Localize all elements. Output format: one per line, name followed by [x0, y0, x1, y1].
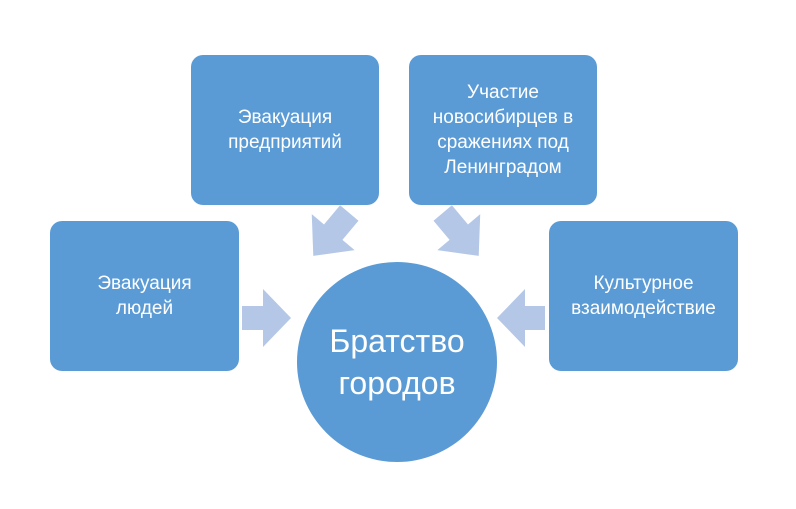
node-cultural-interaction: Культурное взаимодействие	[549, 221, 738, 371]
node-evacuation-people: Эвакуация людей	[50, 221, 239, 371]
arrow-people-to-center	[242, 289, 291, 347]
arrow-leningrad-to-center	[433, 205, 481, 256]
node-evacuation-enterprises: Эвакуация предприятий	[191, 55, 379, 205]
arrow-enterprises-to-center	[311, 205, 359, 256]
arrow-culture-to-center	[497, 289, 545, 347]
center-node-brotherhood-of-cities: Братство городов	[297, 262, 497, 462]
node-leningrad-battles: Участие новосибирцев в сражениях под Лен…	[409, 55, 597, 205]
